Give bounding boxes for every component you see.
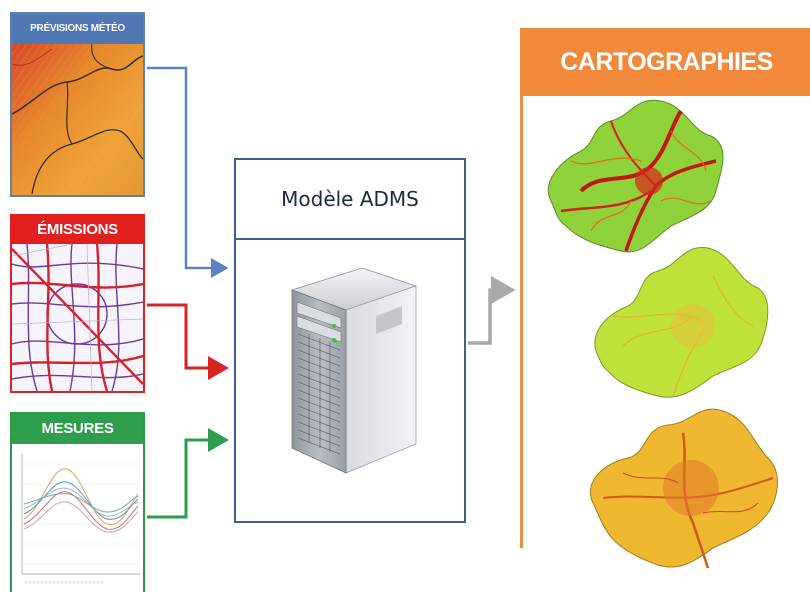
server-icon (284, 268, 424, 478)
model-title: Modèle ADMS (236, 160, 464, 240)
emissions-road-network-image (12, 244, 143, 391)
model-adms-box: Modèle ADMS (234, 158, 466, 523)
emissions-panel-title: ÉMISSIONS (12, 216, 143, 244)
meteo-forecast-map-image (12, 44, 143, 195)
mesures-panel-title: MESURES (12, 414, 143, 444)
cartographies-panel-title: CARTOGRAPHIES (523, 31, 810, 96)
pollution-map-2 (594, 247, 769, 398)
mesures-arrow (147, 428, 229, 519)
meteo-input-panel: PRÉVISIONS MÉTÉO (10, 12, 145, 197)
mesures-input-panel: MESURES 〃〃〃〃〃〃〃〃〃〃〃〃〃〃〃〃〃〃〃〃 (10, 412, 145, 592)
emissions-input-panel: ÉMISSIONS (10, 214, 145, 393)
pollution-map-3 (590, 408, 778, 569)
mesures-time-series-chart-image: 〃〃〃〃〃〃〃〃〃〃〃〃〃〃〃〃〃〃〃〃 (12, 444, 143, 592)
meteo-arrow (147, 66, 229, 278)
cartographies-output-panel: CARTOGRAPHIES (520, 28, 810, 569)
emissions-arrow (147, 303, 229, 380)
pollution-map-1 (547, 99, 724, 253)
meteo-panel-title: PRÉVISIONS MÉTÉO (12, 14, 143, 44)
svg-text:〃〃〃〃〃〃〃〃〃〃〃〃〃〃〃〃〃〃〃〃: 〃〃〃〃〃〃〃〃〃〃〃〃〃〃〃〃〃〃〃〃 (24, 580, 104, 585)
model-to-output-arrow (468, 276, 516, 345)
